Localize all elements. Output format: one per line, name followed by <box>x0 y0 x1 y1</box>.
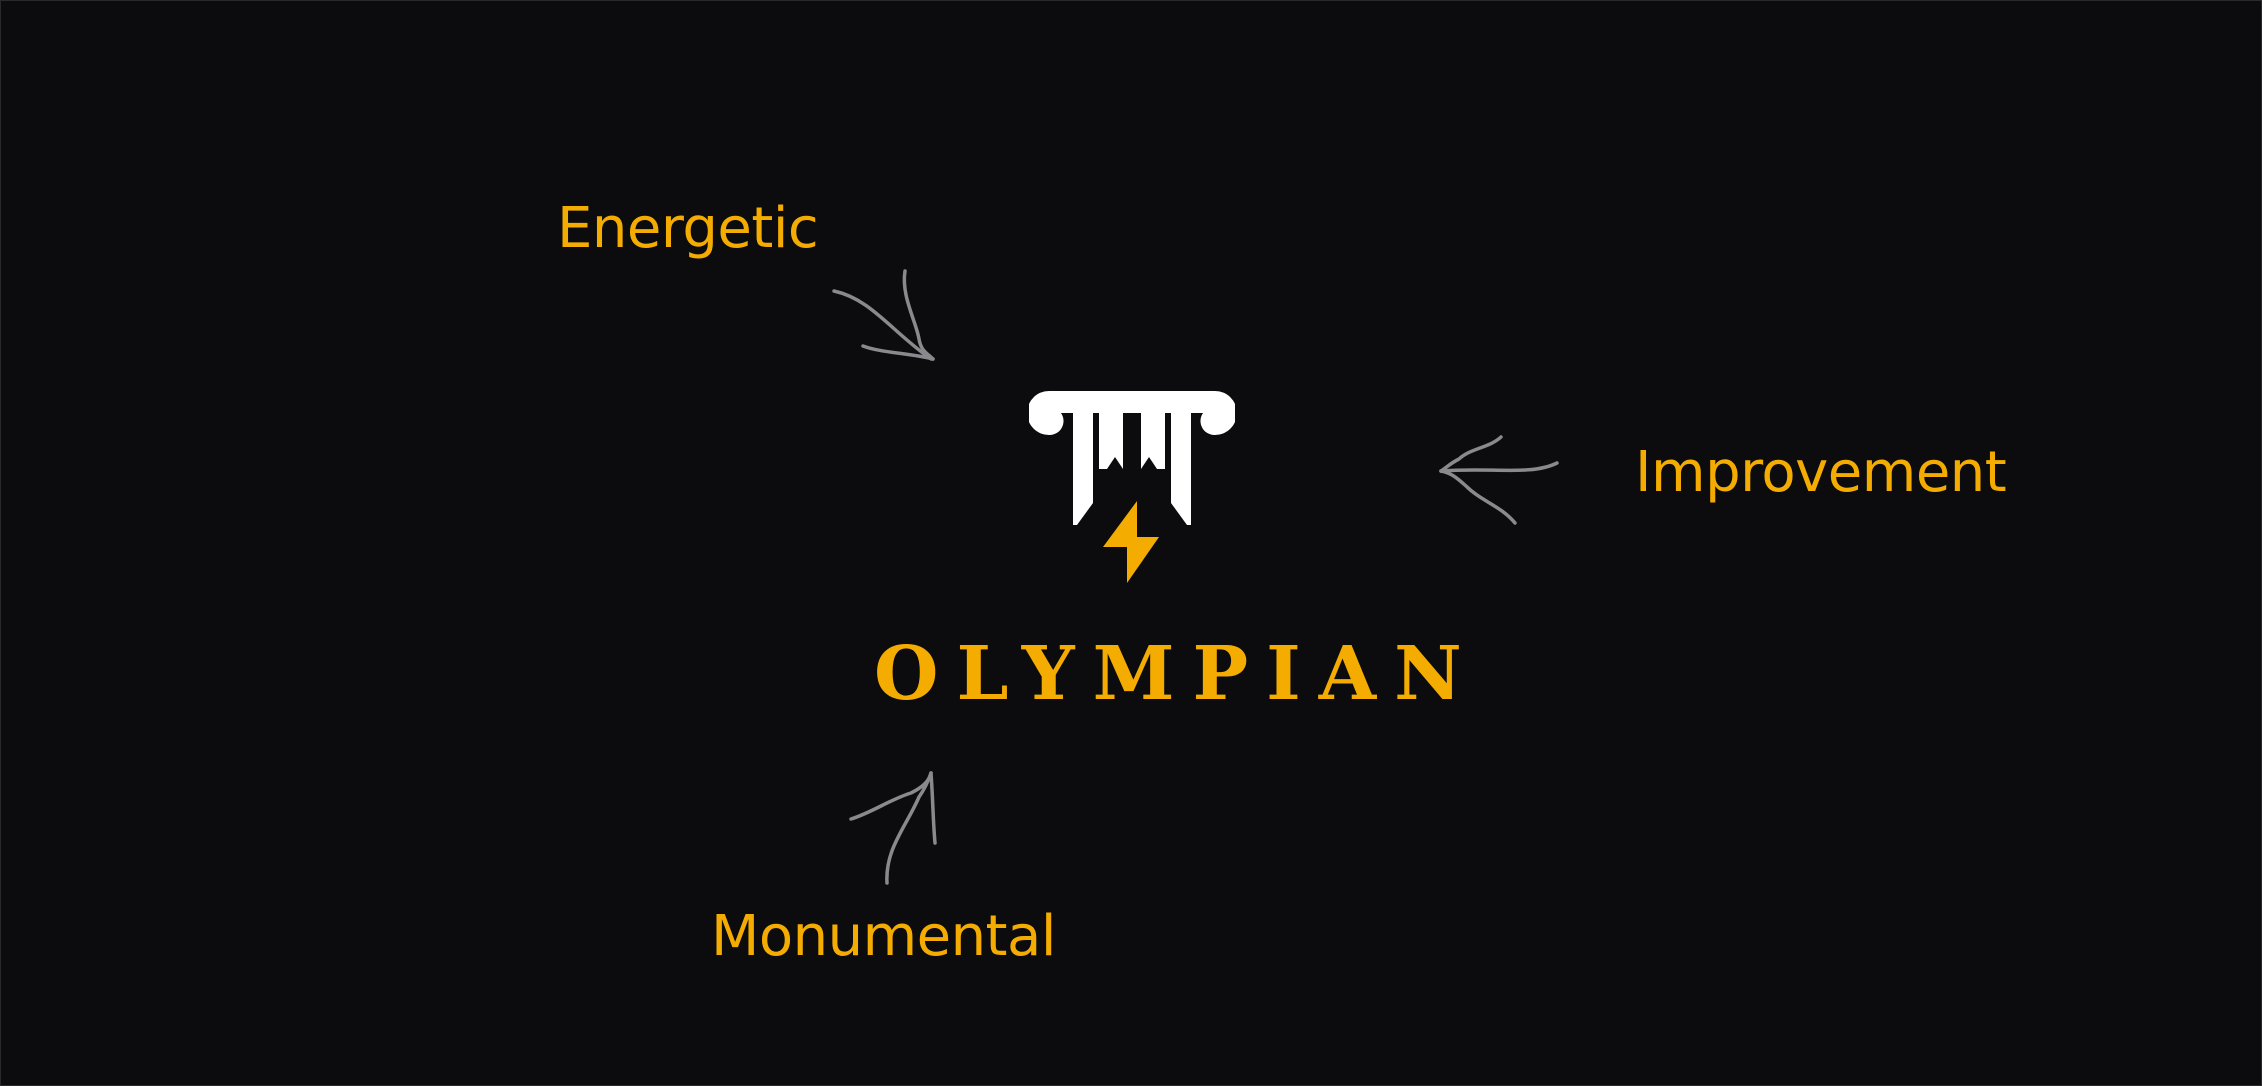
arrow-improvement-icon <box>1439 435 1559 525</box>
arrow-monumental-icon <box>849 771 937 885</box>
annotation-label-improvement: Improvement <box>1635 440 2007 505</box>
arrow-energetic-icon <box>832 269 935 361</box>
brand-wordmark: OLYMPIAN <box>874 631 1480 717</box>
greek-column-lightning-icon <box>1029 391 1235 583</box>
annotation-label-energetic: Energetic <box>557 196 819 261</box>
annotation-label-monumental: Monumental <box>711 904 1056 969</box>
